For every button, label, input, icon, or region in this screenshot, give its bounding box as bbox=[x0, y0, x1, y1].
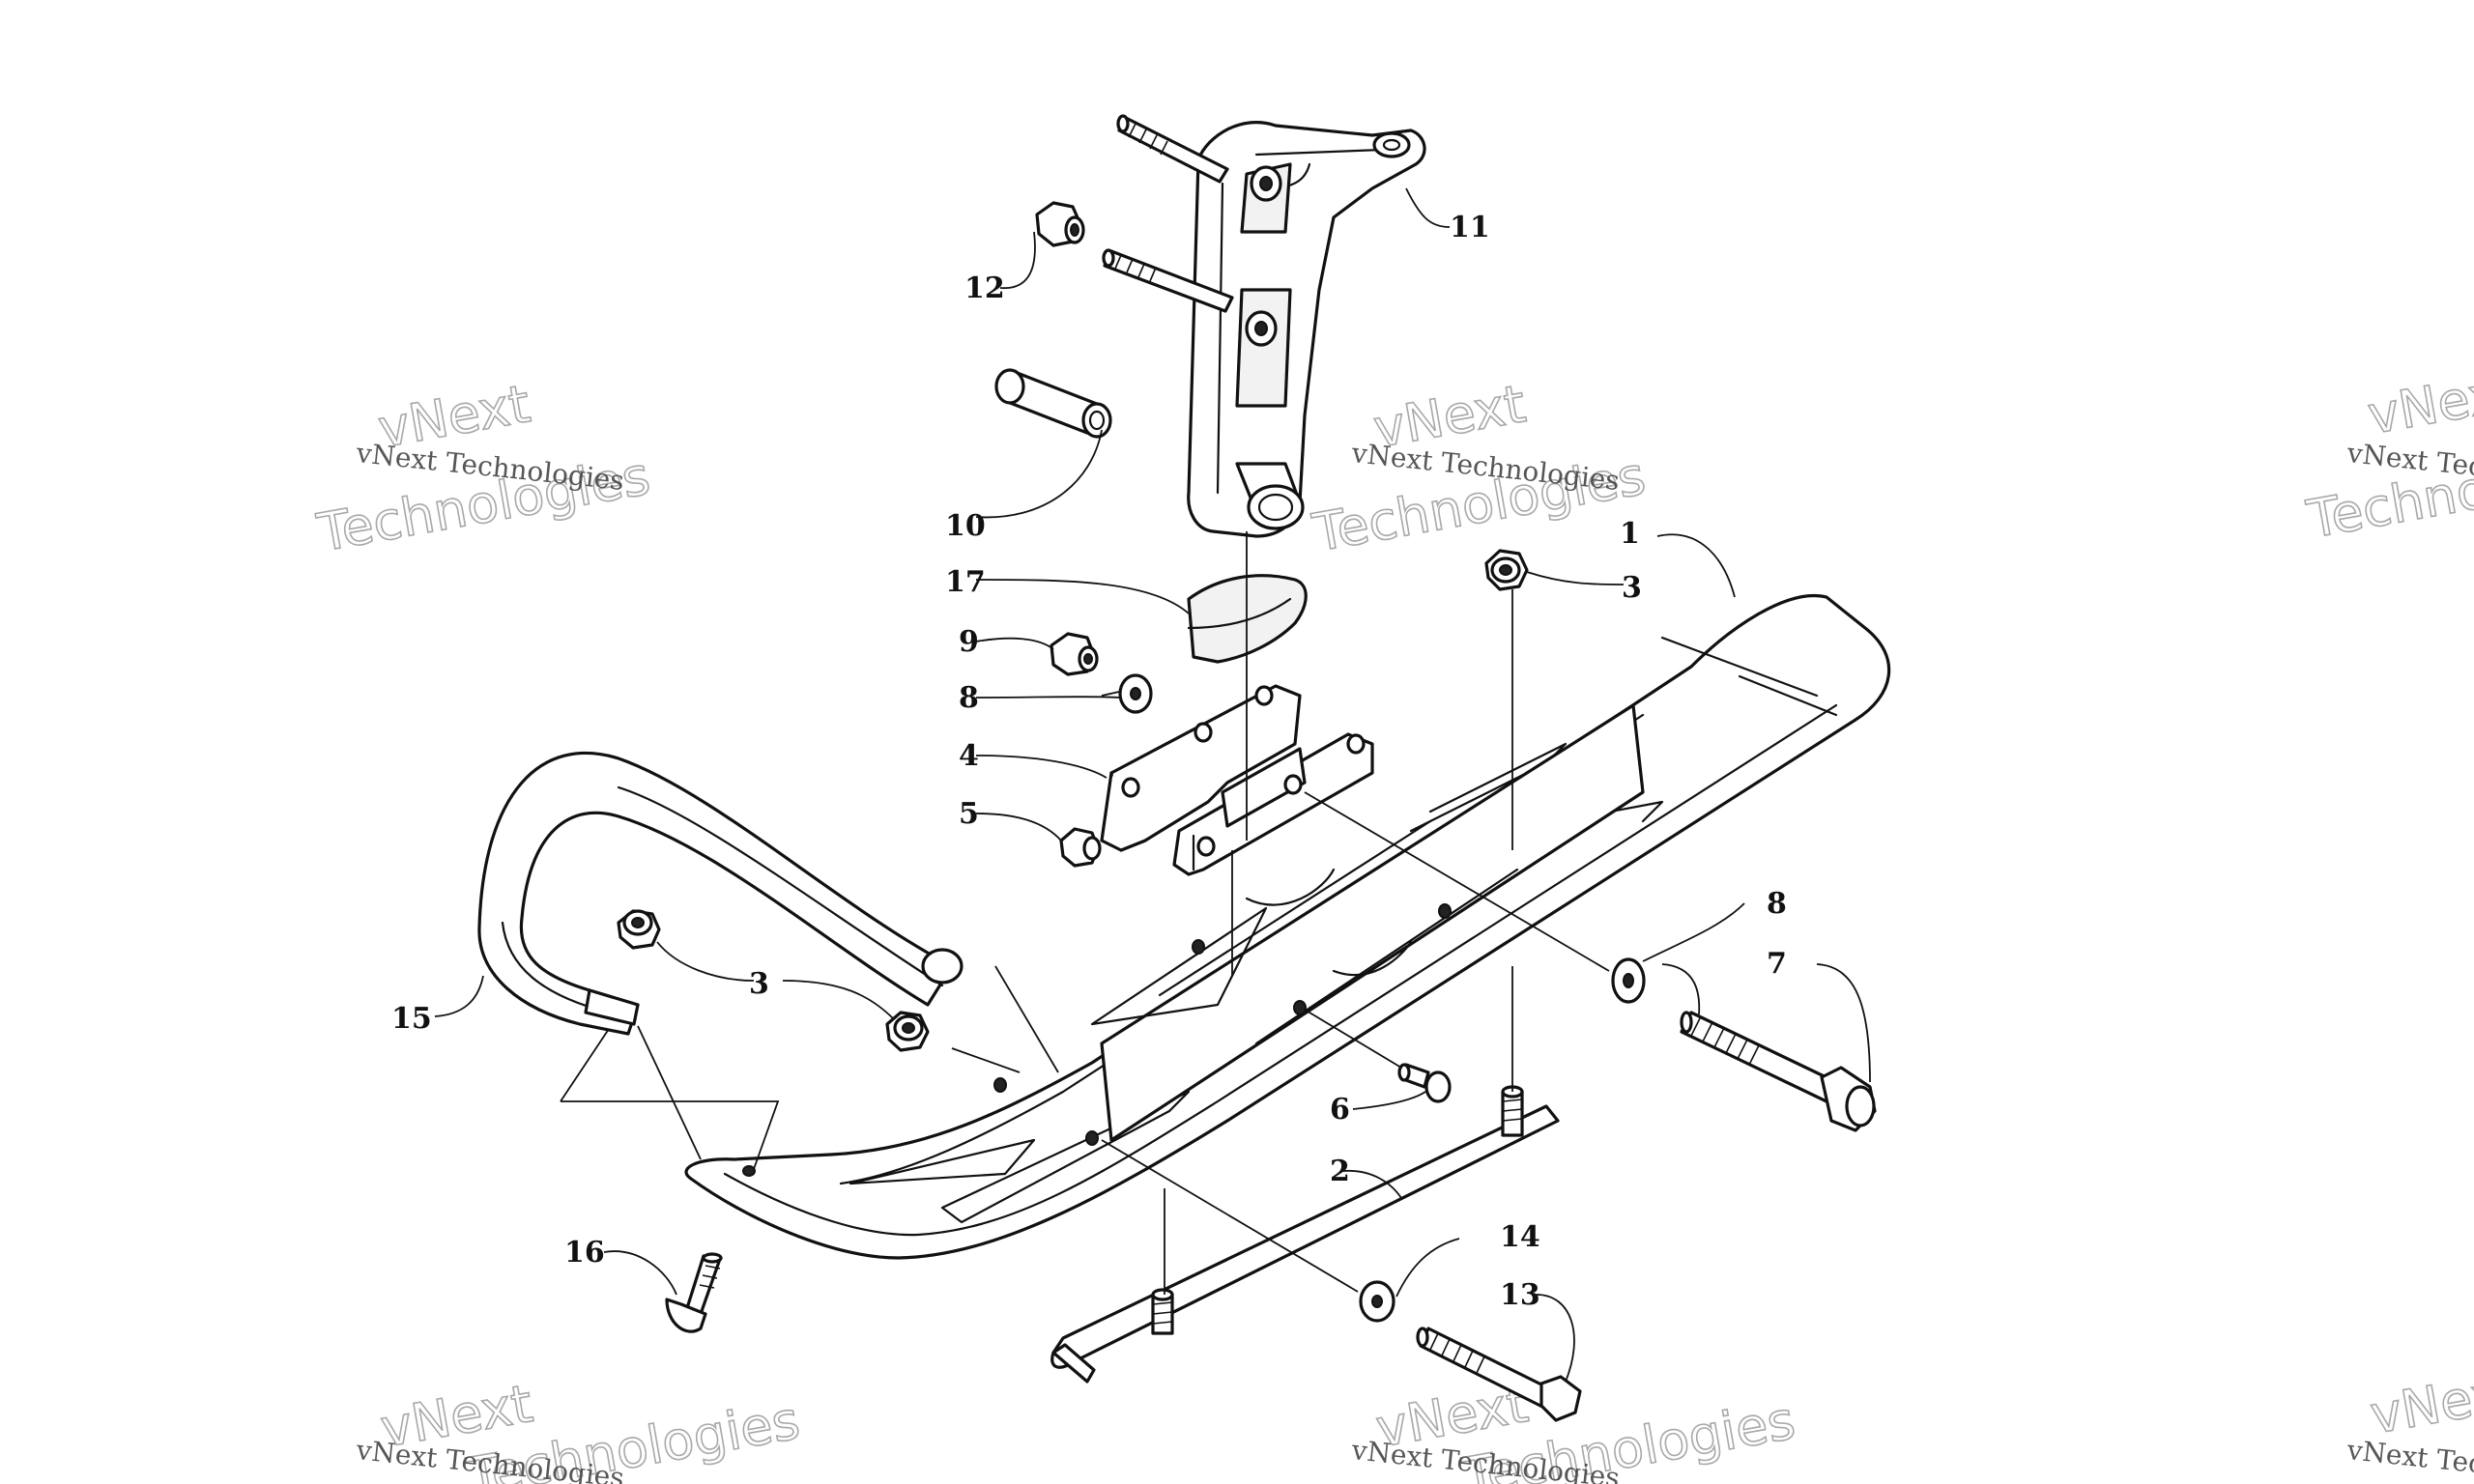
callout-13: 13 bbox=[1500, 1278, 1540, 1312]
bushing-part-10 bbox=[994, 368, 1112, 439]
watermark-big-top: vNext bbox=[2366, 1359, 2474, 1445]
callout-7: 7 bbox=[1767, 947, 1787, 981]
bolt-part-6 bbox=[1397, 1063, 1452, 1103]
spindle bbox=[1102, 114, 1426, 538]
callout-15: 15 bbox=[391, 1002, 432, 1036]
callout-labels: 11 12 10 1 3 17 9 8 4 5 3 15 16 6 2 8 7 … bbox=[391, 211, 1787, 1312]
watermark-right-bottom: vNext bbox=[2365, 1358, 2474, 1446]
bolt-part-16 bbox=[665, 1252, 723, 1333]
watermark-big-top: vNext bbox=[2364, 359, 2474, 445]
ski-body bbox=[684, 594, 1891, 1260]
callout-10: 10 bbox=[945, 509, 986, 543]
washer-part-8-upper bbox=[1118, 673, 1153, 714]
washer-part-14 bbox=[1359, 1280, 1395, 1323]
spindle-bracket bbox=[1100, 684, 1374, 876]
callout-1: 1 bbox=[1620, 517, 1640, 551]
callout-14: 14 bbox=[1500, 1220, 1540, 1254]
nut-part-3-handle bbox=[617, 909, 661, 950]
nut-part-5 bbox=[1059, 827, 1102, 868]
callout-3-left: 3 bbox=[749, 967, 769, 1001]
callout-5: 5 bbox=[959, 797, 979, 831]
callout-leaders bbox=[434, 187, 1871, 1383]
nut-part-3-right bbox=[1484, 549, 1529, 591]
nut-part-3-ski bbox=[885, 1011, 930, 1052]
callout-17: 17 bbox=[945, 565, 986, 599]
nut-part-9 bbox=[1050, 632, 1099, 676]
ski-handle-loop bbox=[477, 751, 964, 1036]
wear-bar-part-2 bbox=[1050, 1085, 1560, 1384]
callout-8-lower: 8 bbox=[1767, 887, 1787, 921]
bolt-part-7 bbox=[1680, 1011, 1877, 1132]
assembly-lines bbox=[560, 531, 1610, 1295]
washer-part-8-lower bbox=[1611, 957, 1646, 1004]
callout-11: 11 bbox=[1450, 211, 1490, 244]
nut-part-12 bbox=[1035, 201, 1085, 247]
watermark-line: vNext Technologies bbox=[2345, 1434, 2474, 1484]
callout-8-upper: 8 bbox=[959, 681, 979, 715]
callout-2: 2 bbox=[1330, 1155, 1350, 1188]
callout-16: 16 bbox=[564, 1236, 605, 1270]
bolt-part-13 bbox=[1416, 1327, 1582, 1422]
callout-6: 6 bbox=[1330, 1093, 1350, 1127]
callout-12: 12 bbox=[964, 271, 1005, 305]
callout-4: 4 bbox=[959, 739, 979, 773]
callout-9: 9 bbox=[959, 625, 979, 659]
callout-3-right: 3 bbox=[1622, 571, 1642, 605]
